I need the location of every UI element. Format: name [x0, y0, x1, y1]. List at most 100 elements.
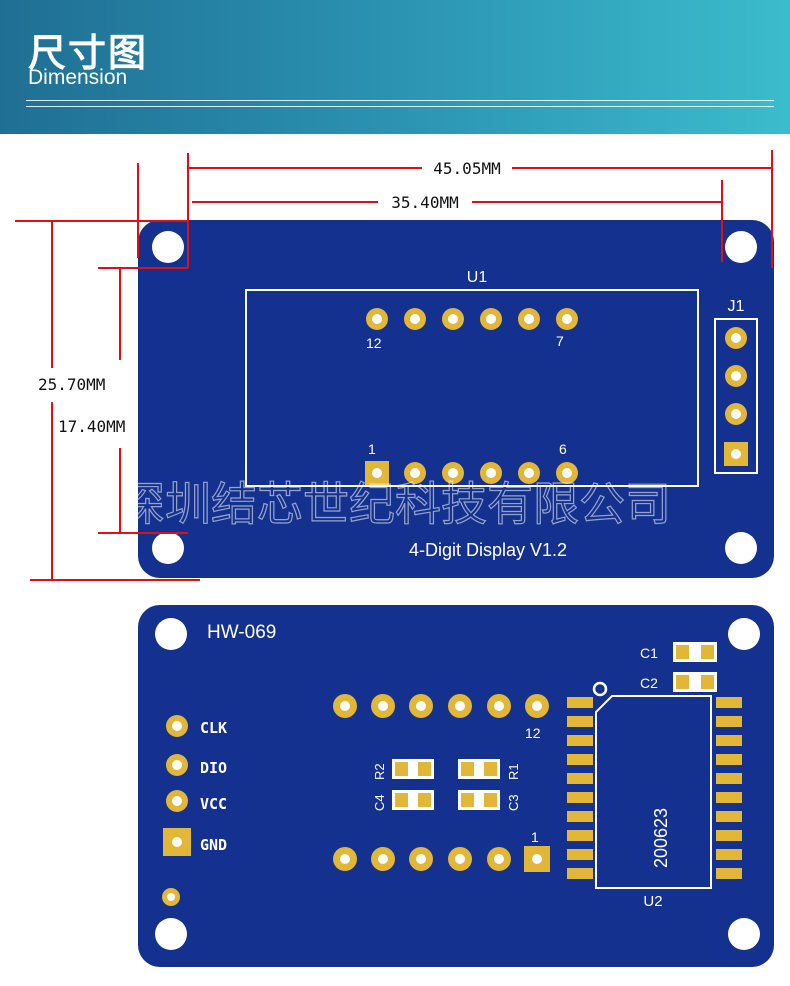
- pad-hole: [731, 409, 741, 419]
- pad-hole: [731, 449, 741, 459]
- u2-pin: [716, 716, 742, 727]
- pad-hole: [455, 701, 465, 711]
- pad-hole: [562, 314, 572, 324]
- c2-label: C2: [640, 675, 658, 691]
- c1-label: C1: [640, 645, 658, 661]
- header-divider-bottom: [26, 106, 774, 107]
- smd-pad: [484, 762, 497, 776]
- u2-chip: 200623: [567, 681, 742, 889]
- r1-label: R1: [506, 763, 521, 780]
- smd-c2: [673, 672, 717, 692]
- pad-hole: [448, 468, 458, 478]
- pad-hole: [410, 314, 420, 324]
- r2-label: R2: [372, 763, 387, 780]
- smd-pad: [395, 762, 408, 776]
- smd-pad: [701, 675, 714, 689]
- front-mount-hole-bl: [152, 532, 184, 564]
- pad-hole: [486, 468, 496, 478]
- header-divider-top: [26, 100, 774, 101]
- front-pin-1-label: 1: [368, 441, 376, 457]
- page-header: 尺寸图 Dimension: [0, 0, 790, 134]
- u2-pin: [716, 773, 742, 784]
- pad-hole: [494, 854, 504, 864]
- front-mount-hole-tl: [152, 231, 184, 263]
- pad-hole: [562, 468, 572, 478]
- pad-hole: [167, 893, 175, 901]
- u2-pin: [716, 830, 742, 841]
- u2-pin: [567, 773, 593, 784]
- u2-pin: [716, 697, 742, 708]
- pad-hole: [416, 854, 426, 864]
- u2-pin: [716, 735, 742, 746]
- front-pcb: U1 12 7 1 6 J1 4-Digit Displ: [138, 220, 774, 578]
- pad-hole: [532, 701, 542, 711]
- u2-outline: [595, 695, 712, 889]
- pad-hole: [372, 468, 382, 478]
- smd-pad: [676, 675, 689, 689]
- front-top-pads: [366, 308, 578, 330]
- page-title-en: Dimension: [28, 66, 128, 89]
- pad-hole: [172, 837, 182, 847]
- smd-pad: [461, 793, 474, 807]
- front-pin-12-label: 12: [366, 335, 382, 351]
- smd-pad: [484, 793, 497, 807]
- smd-pad: [461, 762, 474, 776]
- pad-hole: [455, 854, 465, 864]
- u2-pin: [567, 754, 593, 765]
- c4-label: C4: [372, 794, 387, 811]
- pin-label-vcc: VCC: [200, 795, 227, 813]
- back-model-label: HW-069: [207, 622, 276, 643]
- pad-hole: [524, 314, 534, 324]
- pin-label-clk: CLK: [200, 719, 227, 737]
- u2-pin: [567, 811, 593, 822]
- u2-pin: [567, 868, 593, 879]
- front-pin-7-label: 7: [556, 333, 564, 349]
- front-pin-6-label: 6: [559, 441, 567, 457]
- u2-pin1-marker: [592, 681, 608, 697]
- dim-hole-spacing-x: 35.40MM: [391, 193, 458, 212]
- pad-hole: [448, 314, 458, 324]
- back-bottom-pads: [333, 846, 550, 872]
- u2-pin: [716, 811, 742, 822]
- front-mount-hole-tr: [725, 231, 757, 263]
- u2-pin: [716, 849, 742, 860]
- pin-label-dio: DIO: [200, 759, 227, 777]
- u2-pin: [567, 697, 593, 708]
- watermark: 深圳结芯世纪科技有限公司: [119, 477, 671, 531]
- front-mount-hole-br: [725, 532, 757, 564]
- u2-pin: [716, 868, 742, 879]
- u2-pin: [567, 849, 593, 860]
- pad-hole: [731, 371, 741, 381]
- u2-pin: [567, 716, 593, 727]
- smd-pad: [418, 762, 431, 776]
- pad-hole: [172, 760, 182, 770]
- smd-pad: [395, 793, 408, 807]
- u2-pin: [567, 830, 593, 841]
- pad-hole: [172, 721, 182, 731]
- pad-hole: [494, 701, 504, 711]
- pad-hole: [410, 468, 420, 478]
- back-top-pads: [333, 694, 549, 718]
- front-pcb-body: [138, 220, 774, 578]
- smd-c1: [673, 642, 717, 662]
- back-mount-hole-bl: [155, 918, 187, 950]
- pad-hole: [486, 314, 496, 324]
- back-pin-1-label: 1: [531, 829, 539, 845]
- pin-label-gnd: GND: [200, 836, 227, 854]
- u2-pin: [567, 735, 593, 746]
- pad-hole: [378, 854, 388, 864]
- page-title-cn: 尺寸图: [28, 31, 149, 75]
- smd-c4: [392, 790, 434, 810]
- pad-hole: [172, 796, 182, 806]
- back-pcb: HW-069 CLK DIO VCC GND 12 1: [138, 605, 774, 967]
- front-bottom-pads: [365, 461, 578, 485]
- j1-label: J1: [728, 298, 745, 315]
- back-mount-hole-tr: [728, 618, 760, 650]
- smd-pad: [701, 645, 714, 659]
- smd-pad: [676, 645, 689, 659]
- back-mount-hole-br: [728, 918, 760, 950]
- u2-label: U2: [643, 893, 662, 910]
- u2-pin: [567, 792, 593, 803]
- smd-pad: [418, 793, 431, 807]
- u1-label: U1: [467, 269, 488, 286]
